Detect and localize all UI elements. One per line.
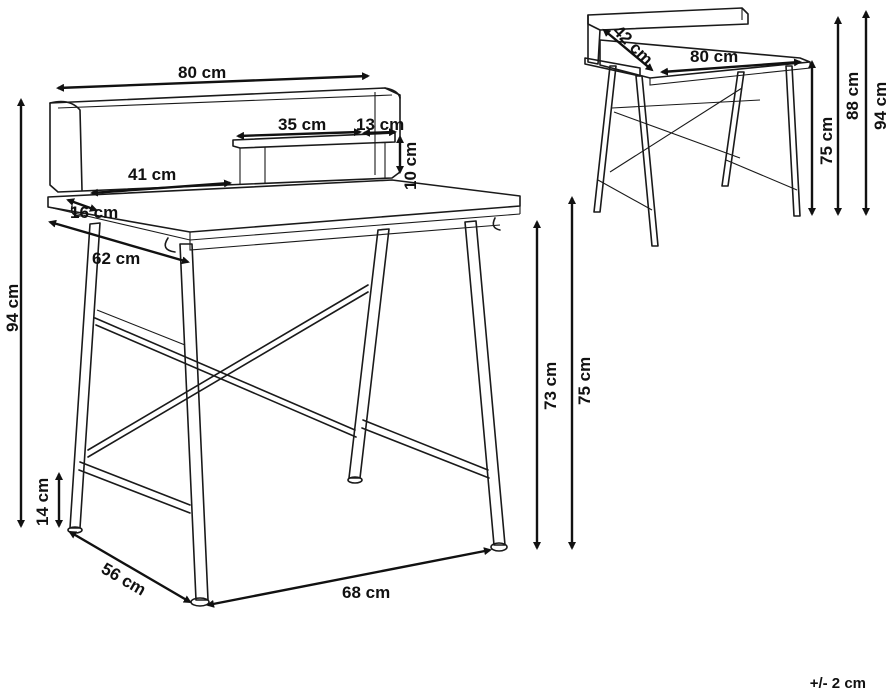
tolerance-note: +/- 2 cm xyxy=(809,675,866,692)
label-base-depth: 56 cm xyxy=(98,559,149,600)
label-base-width: 68 cm xyxy=(342,583,390,602)
back-panel xyxy=(49,87,401,193)
label-foot-height: 14 cm xyxy=(33,478,52,526)
main-dimensions: 80 cm 35 cm 13 cm 10 cm 41 cm 16 cm 62 c… xyxy=(3,63,594,608)
label-side-width: 80 cm xyxy=(690,47,738,66)
desktop xyxy=(47,179,521,233)
main-desk-drawing xyxy=(47,87,521,607)
label-desk-height: 75 cm xyxy=(575,357,594,405)
label-side-desk-height: 75 cm xyxy=(817,117,836,165)
label-shelf-height: 10 cm xyxy=(401,142,420,190)
label-total-height: 94 cm xyxy=(3,284,22,332)
label-side-mid-height: 88 cm xyxy=(843,72,862,120)
back-panel-left-end xyxy=(49,100,83,191)
label-shelf-depth: 13 cm xyxy=(356,115,404,134)
leg-back-left xyxy=(69,222,101,529)
back-panel-right-end xyxy=(384,87,401,99)
label-shelf-width: 35 cm xyxy=(278,115,326,134)
leg-front-right xyxy=(464,220,506,546)
label-shelf-offset: 41 cm xyxy=(128,165,176,184)
label-inner-height: 73 cm xyxy=(541,362,560,410)
label-desk-depth: 62 cm xyxy=(92,249,140,268)
leg-front-left xyxy=(179,243,209,601)
label-top-width: 80 cm xyxy=(178,63,226,82)
label-side-total-height: 94 cm xyxy=(871,82,890,130)
leg-back-right xyxy=(348,228,390,479)
label-inner-depth: 16 cm xyxy=(70,203,118,222)
